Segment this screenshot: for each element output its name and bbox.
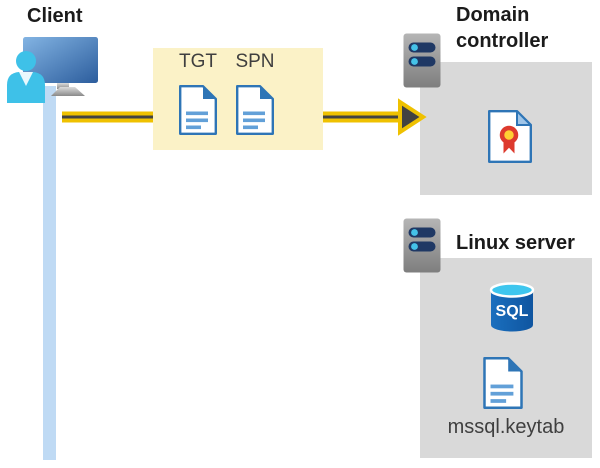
monitor-stand xyxy=(51,87,85,96)
keytab-filename: mssql.keytab xyxy=(447,416,565,438)
certificate-icon xyxy=(488,110,532,163)
user-icon xyxy=(7,51,45,103)
tgt-document-icon xyxy=(179,85,217,135)
sql-database-icon: SQL xyxy=(489,282,535,332)
monitor-icon xyxy=(23,37,98,83)
linux-server-title: Linux server xyxy=(456,232,575,254)
linux-server-icon xyxy=(403,218,441,273)
client-title: Client xyxy=(27,5,83,27)
keytab-document-icon xyxy=(483,357,523,409)
ticket-highlight-box: TGT SPN xyxy=(153,48,323,150)
client-computer-icon xyxy=(7,37,98,103)
domain-controller-server-icon xyxy=(403,33,441,88)
arrow-head xyxy=(398,98,427,136)
spn-document-icon xyxy=(236,85,274,135)
client-connection-line xyxy=(43,86,56,460)
spn-label: SPN xyxy=(235,51,275,72)
tgt-label: TGT xyxy=(179,51,217,72)
domain-controller-title: Domain controller xyxy=(456,4,549,52)
sql-icon-label: SQL xyxy=(496,303,529,320)
